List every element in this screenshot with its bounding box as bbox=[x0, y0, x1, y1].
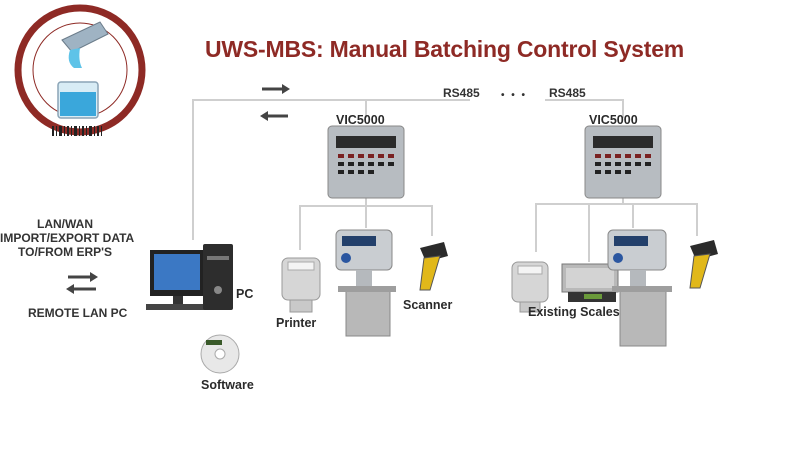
pc-icon bbox=[146, 244, 233, 310]
bus-ellipsis: • • • bbox=[501, 90, 528, 101]
logo-icon bbox=[14, 4, 146, 136]
scale-right-icon bbox=[607, 229, 672, 347]
rs485-left-label: RS485 bbox=[443, 86, 480, 100]
vic5000-right-terminal bbox=[584, 125, 662, 199]
printer-label: Printer bbox=[276, 316, 317, 330]
arrow-left-icon bbox=[260, 111, 288, 121]
connection-lines bbox=[192, 99, 698, 262]
lan-wan-block: LAN/WAN IMPORT/EXPORT DATA TO/FROM ERP'S bbox=[0, 217, 135, 259]
page-title: UWS-MBS: Manual Batching Control System bbox=[205, 36, 685, 62]
lan-wan-line-2: IMPORT/EXPORT DATA bbox=[0, 231, 135, 245]
pc-label: PC bbox=[236, 287, 254, 301]
scale-left-icon bbox=[335, 229, 396, 337]
remote-lan-pc-label: REMOTE LAN PC bbox=[28, 306, 128, 320]
scanner-left-icon bbox=[419, 242, 448, 291]
existing-scales-label: Existing Scales bbox=[528, 305, 620, 319]
scanner-label: Scanner bbox=[403, 298, 453, 312]
vic5000-left-terminal bbox=[327, 125, 405, 199]
printer-left-icon bbox=[281, 257, 321, 313]
rs485-right-label: RS485 bbox=[549, 86, 586, 100]
software-label: Software bbox=[201, 378, 254, 392]
vic5000-left-label: VIC5000 bbox=[336, 113, 385, 127]
printer-right-icon bbox=[511, 261, 549, 313]
vic5000-right-label: VIC5000 bbox=[589, 113, 638, 127]
swap-arrows-icon bbox=[66, 272, 98, 294]
arrow-right-icon bbox=[262, 84, 290, 94]
lan-wan-line-1: LAN/WAN bbox=[37, 217, 93, 231]
existing-scale-icon bbox=[561, 263, 619, 302]
lan-wan-line-3: TO/FROM ERP'S bbox=[18, 245, 112, 259]
software-cd-icon bbox=[200, 334, 240, 374]
scanner-right-icon bbox=[689, 240, 718, 289]
